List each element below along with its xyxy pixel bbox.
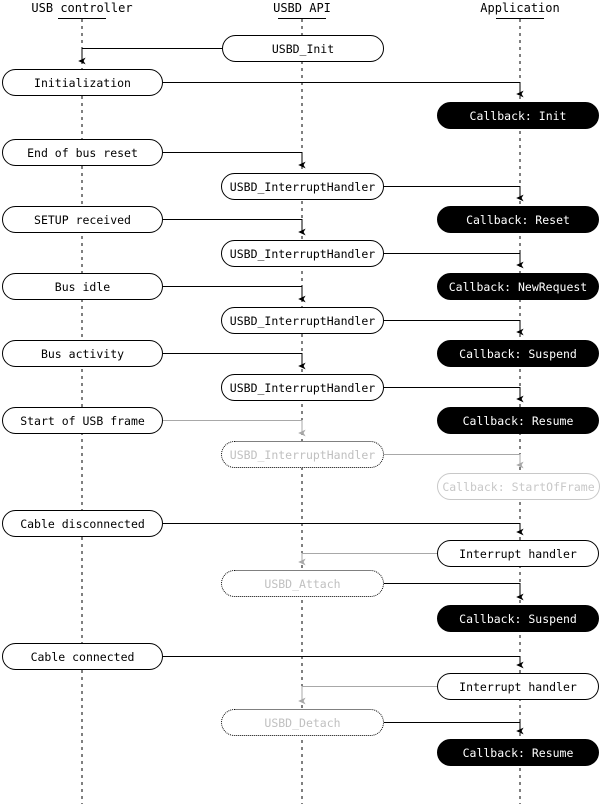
node-initialization[interactable]: Initialization (2, 69, 163, 96)
message-m15-usbd-attach-to-cb-suspend-2 (384, 583, 524, 601)
node-label: USBD_InterruptHandler (229, 246, 376, 261)
node-usbd-init[interactable]: USBD_Init (222, 35, 384, 62)
node-label: SETUP received (34, 212, 131, 227)
message-m8-ih-3-to-cb-suspend-1 (384, 320, 524, 336)
node-label: Interrupt handler (459, 546, 577, 561)
node-label: Cable connected (30, 649, 135, 664)
node-label: USBD_Init (271, 41, 335, 56)
node-label: Start of USB frame (20, 413, 145, 428)
node-bus-activity[interactable]: Bus activity (2, 340, 163, 367)
message-m1-usbd-init-to-initialization (78, 48, 222, 65)
node-label: Bus activity (40, 346, 125, 361)
node-cb-resume-1[interactable]: Callback: Resume (437, 407, 599, 434)
node-label: Callback: Suspend (459, 346, 577, 361)
node-label: Callback: Reset (466, 212, 570, 227)
node-label: USBD_Attach (264, 576, 341, 591)
message-m13-cable-disconnect-to-int-handler-1 (163, 523, 524, 536)
node-cb-reset[interactable]: Callback: Reset (437, 206, 599, 233)
message-m10-ih-4-to-cb-resume-1 (384, 387, 524, 403)
node-label: Callback: Resume (462, 745, 574, 760)
message-m7-bus-idle-to-ih-3 (163, 286, 306, 303)
message-m18-usbd-detach-to-cb-resume-2 (384, 722, 524, 735)
node-cable-disconnect[interactable]: Cable disconnected (2, 510, 163, 537)
message-m2-initialization-to-cb-init (163, 82, 524, 98)
message-m12-ih-5-ghost-to-cb-startofframe (384, 454, 524, 469)
message-m5-setup-received-to-ih-2 (163, 219, 306, 236)
message-m16-cable-connected-to-int-handler-2 (163, 656, 524, 669)
node-label: Callback: Resume (462, 413, 574, 428)
node-cable-connected[interactable]: Cable connected (2, 643, 163, 670)
node-end-bus-reset[interactable]: End of bus reset (2, 139, 163, 166)
node-int-handler-2[interactable]: Interrupt handler (437, 673, 599, 700)
message-m11-start-usb-frame-to-ih-5-ghost (163, 420, 306, 437)
node-label: USBD_InterruptHandler (229, 179, 376, 194)
node-cb-newrequest[interactable]: Callback: NewRequest (437, 273, 599, 300)
node-start-usb-frame[interactable]: Start of USB frame (2, 407, 163, 434)
node-ih-5-ghost[interactable]: USBD_InterruptHandler (221, 441, 384, 468)
node-label: End of bus reset (27, 145, 138, 160)
node-label: Cable disconnected (20, 516, 145, 531)
message-m3-end-bus-reset-to-ih-1 (163, 152, 306, 169)
node-label: USBD_Detach (264, 715, 341, 730)
node-label: Callback: Init (469, 108, 567, 123)
node-int-handler-1[interactable]: Interrupt handler (437, 540, 599, 567)
lifeline-header-usb-controller: USB controller (31, 1, 133, 15)
message-m4-ih-1-to-cb-reset (384, 186, 524, 202)
node-label: Bus idle (54, 279, 111, 294)
node-label: Interrupt handler (459, 679, 577, 694)
message-m9-bus-activity-to-ih-4 (163, 353, 306, 370)
node-setup-received[interactable]: SETUP received (2, 206, 163, 233)
message-m6-ih-2-to-cb-newrequest (384, 253, 524, 269)
node-cb-suspend-1[interactable]: Callback: Suspend (437, 340, 599, 367)
lifeline-header-usbd-api: USBD API (273, 1, 331, 15)
node-label: USBD_InterruptHandler (229, 380, 376, 395)
node-label: Callback: Suspend (459, 611, 577, 626)
node-ih-1[interactable]: USBD_InterruptHandler (221, 173, 384, 200)
node-cb-resume-2[interactable]: Callback: Resume (437, 739, 599, 766)
node-ih-4[interactable]: USBD_InterruptHandler (221, 374, 384, 401)
node-label: Initialization (34, 75, 131, 90)
message-m14-int-handler-1-to-usbd-attach (298, 553, 437, 566)
node-bus-idle[interactable]: Bus idle (2, 273, 163, 300)
node-cb-init[interactable]: Callback: Init (437, 102, 599, 129)
node-label: Callback: StartOfFrame (442, 479, 595, 494)
lifeline-header-application: Application (480, 1, 560, 15)
node-cb-startofframe[interactable]: Callback: StartOfFrame (437, 473, 600, 500)
node-usbd-detach[interactable]: USBD_Detach (221, 709, 384, 736)
node-label: USBD_InterruptHandler (229, 313, 376, 328)
node-cb-suspend-2[interactable]: Callback: Suspend (437, 605, 599, 632)
node-usbd-attach[interactable]: USBD_Attach (221, 570, 384, 597)
node-ih-3[interactable]: USBD_InterruptHandler (221, 307, 384, 334)
messages-group (78, 48, 524, 735)
node-label: USBD_InterruptHandler (229, 447, 376, 462)
node-ih-2[interactable]: USBD_InterruptHandler (221, 240, 384, 267)
message-m17-int-handler-2-to-usbd-detach (298, 686, 437, 705)
node-label: Callback: NewRequest (448, 279, 588, 294)
